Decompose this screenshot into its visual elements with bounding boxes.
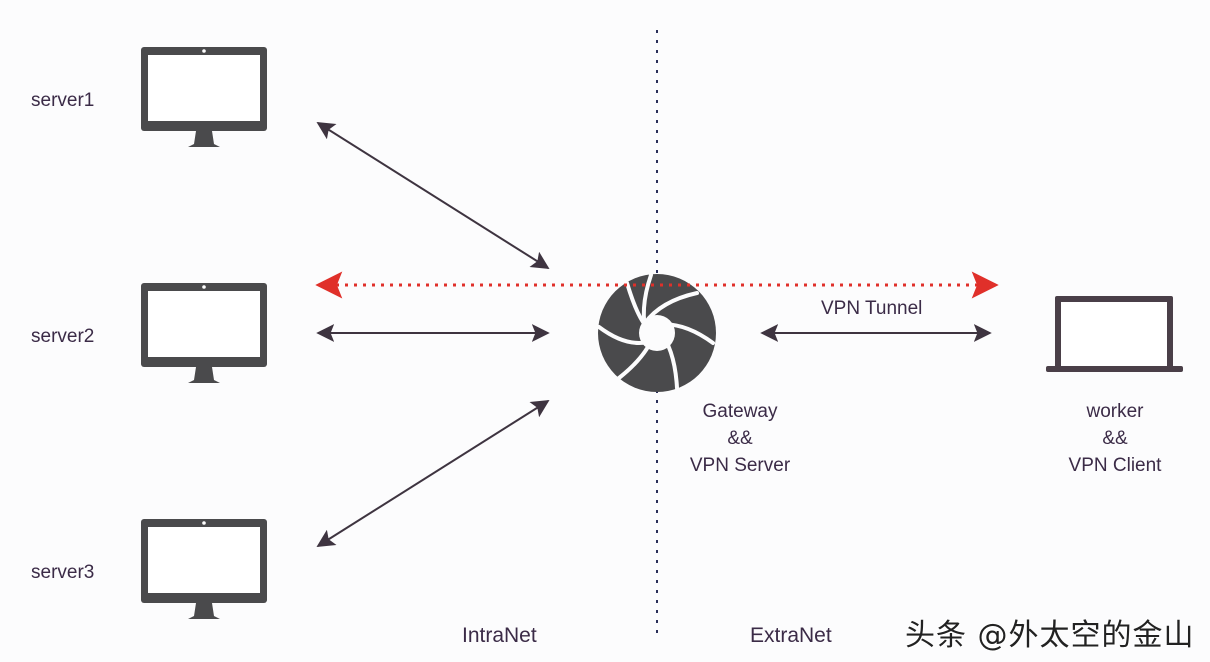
worker-label-line2: && [1102, 428, 1128, 449]
server1-gateway-arrow [316, 122, 550, 269]
server1-monitor-icon [141, 47, 267, 147]
watermark: 头条 @外太空的金山 [905, 618, 1195, 653]
intranet-zone-label: IntraNet [462, 624, 537, 647]
server1-label: server1 [31, 90, 95, 111]
extranet-zone-label: ExtraNet [750, 624, 832, 647]
gateway-label-line1: Gateway [702, 401, 778, 422]
worker-laptop-icon [1046, 296, 1183, 372]
gateway-aperture-icon [597, 273, 716, 392]
gateway-label-line2: && [727, 428, 753, 449]
worker-label-line3: VPN Client [1068, 455, 1162, 476]
server3-label: server3 [31, 562, 95, 583]
worker-label: worker && VPN Client [1035, 398, 1195, 479]
vpn-tunnel-label: VPN Tunnel [821, 298, 923, 319]
server2-monitor-icon [141, 283, 267, 383]
server2-label: server2 [31, 326, 95, 347]
gateway-label: Gateway && VPN Server [660, 398, 820, 479]
server3-monitor-icon [141, 519, 267, 619]
worker-label-line1: worker [1086, 401, 1144, 422]
server3-gateway-arrow [316, 400, 550, 547]
gateway-label-line3: VPN Server [689, 455, 791, 476]
